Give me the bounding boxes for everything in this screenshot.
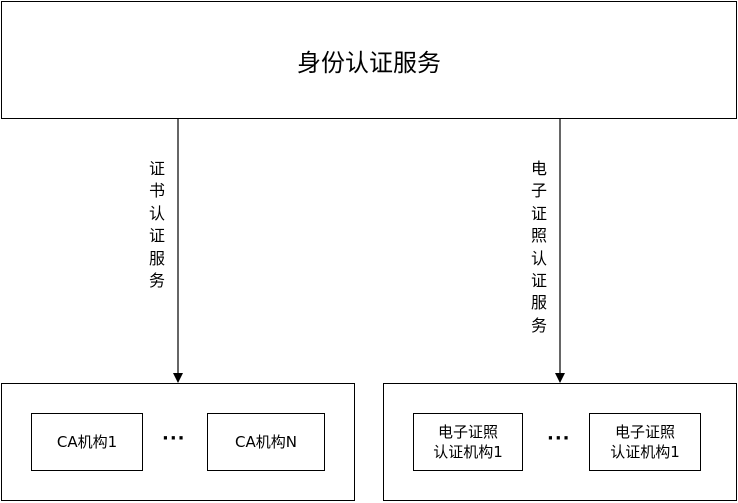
ca-institution-n-label: CA机构N	[235, 433, 297, 451]
ca-institution-1: CA机构1	[31, 413, 143, 471]
ca-institution-n: CA机构N	[207, 413, 325, 471]
e-license-institution-last-line1: 电子证照	[614, 423, 675, 441]
identity-auth-service-label: 身份认证服务	[297, 48, 441, 77]
e-license-ellipsis: ···	[547, 428, 571, 449]
e-license-institution-1-line1: 电子证照	[437, 423, 498, 441]
ca-institution-group: CA机构1 ··· CA机构N	[1, 383, 355, 501]
e-license-institution-group: 电子证照 认证机构1 ··· 电子证照 认证机构1	[383, 383, 737, 501]
e-license-institution-1: 电子证照 认证机构1	[413, 413, 523, 471]
e-license-service-label: 电子证照认证服务	[530, 159, 547, 335]
e-license-institution-last-line2: 认证机构1	[610, 443, 680, 461]
ca-ellipsis: ···	[162, 428, 186, 449]
e-license-institution-1-line2: 认证机构1	[433, 443, 503, 461]
identity-auth-service-box: 身份认证服务	[1, 1, 737, 119]
ca-institution-1-label: CA机构1	[56, 433, 118, 451]
e-license-institution-last: 电子证照 认证机构1	[589, 413, 701, 471]
cert-service-label: 证书认证服务	[148, 159, 165, 291]
